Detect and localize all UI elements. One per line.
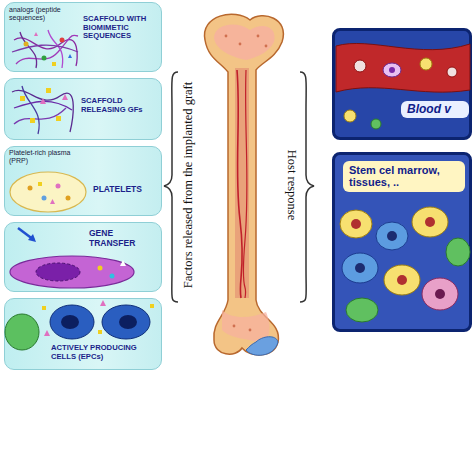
panel-note: Platelet-rich plasma (PRP): [9, 149, 73, 165]
platelet-cell: [10, 172, 86, 212]
strategy-panel: SCAFFOLD RELEASING GFs: [4, 78, 162, 140]
panel-label: ACTIVELY PRODUCING CELLS (EPCs): [51, 344, 161, 361]
bracket-label: Host response: [284, 150, 299, 220]
panel-label: Stem cel marrow, tissues, ..: [343, 161, 465, 192]
scaffold-mesh: [12, 86, 73, 134]
panel-label: SCAFFOLD WITH BIOMIMETIC SEQUENCES: [83, 15, 161, 41]
producing-cells: [5, 300, 154, 350]
growth-factors: [20, 88, 68, 123]
transfected-cell: [10, 228, 134, 288]
panel-label: GENE TRANSFER: [89, 229, 159, 248]
left-bracket: [164, 72, 178, 302]
scaffold-mesh: [12, 30, 78, 68]
panel-label: SCAFFOLD RELEASING GFs: [81, 97, 161, 114]
panel-label: PLATELETS: [93, 185, 159, 195]
bone-illustration: [205, 14, 284, 355]
blood-vessel: [336, 43, 470, 129]
panel-label: Blood v: [401, 101, 469, 118]
right-bracket: [300, 72, 314, 302]
stem-cells: [340, 207, 470, 322]
peptide-marks: [24, 32, 73, 66]
bracket-label: Factors released from the implanted graf…: [181, 82, 196, 289]
strategy-panel: analogs (peptide sequences) SCAFFOLD WITH…: [4, 2, 162, 72]
panel-note: analogs (peptide sequences): [9, 6, 71, 22]
